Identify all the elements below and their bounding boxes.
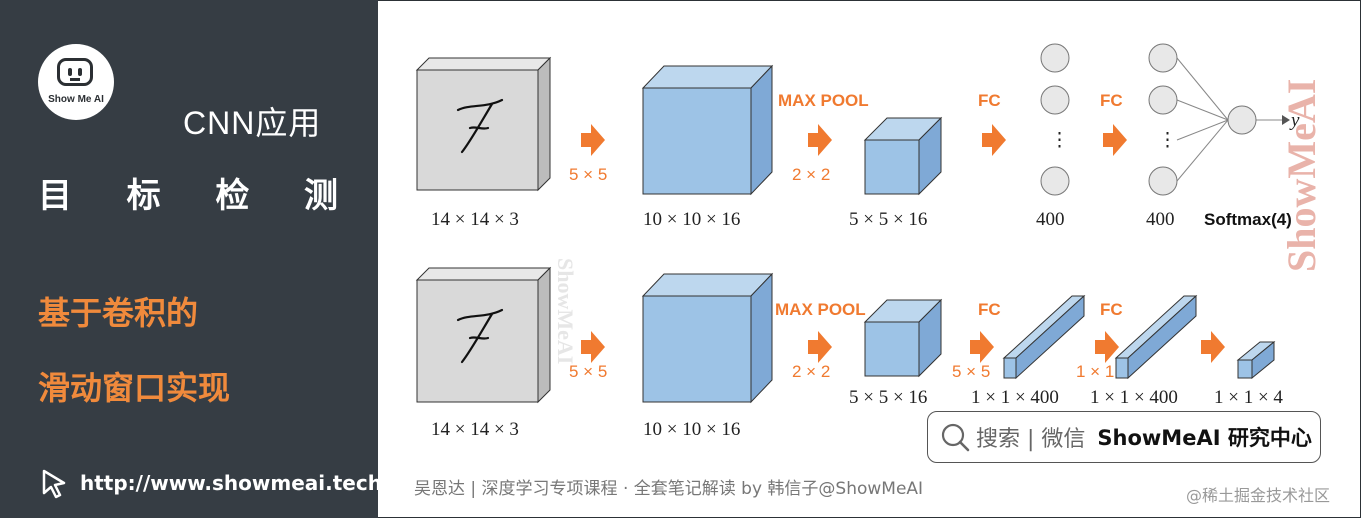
row2-fc1-op: FC — [978, 300, 1001, 319]
row2-volume3-bar — [1002, 294, 1086, 380]
row2-volume4-bar — [1114, 294, 1198, 380]
detection-char: 检 — [215, 176, 250, 216]
row1-input-label: 14 × 14 × 3 — [431, 209, 519, 230]
row2-arrow-fc1 — [970, 331, 994, 363]
detection-char: 测 — [303, 176, 338, 216]
row1-output-var: y — [1289, 110, 1300, 131]
row2-conv-label: 5 × 5 — [569, 362, 607, 381]
row2-input-label: 14 × 14 × 3 — [431, 419, 519, 440]
row2-volume1-cube — [641, 272, 774, 404]
row2-volume1-label: 10 × 10 × 16 — [643, 419, 740, 440]
search-label: 搜索 | 微信 — [976, 427, 1086, 452]
cnn-title: CNN应用 — [183, 105, 322, 141]
row1-arrow-pool — [808, 124, 832, 156]
detection-char: 标 — [126, 176, 161, 216]
robot-face-icon — [57, 58, 93, 86]
row2-arrow-conv — [581, 331, 605, 363]
row1-fc2-label: 400 — [1146, 209, 1175, 230]
row1-fc1-dots: ⋮ — [1050, 130, 1069, 151]
cursor-icon — [42, 469, 66, 499]
row1-volume1-label: 10 × 10 × 16 — [643, 209, 740, 230]
subtitle-line2: 滑动窗口实现 — [38, 369, 231, 407]
row2-fc1-size: 5 × 5 — [952, 362, 990, 381]
row1-output-arrowhead — [1282, 115, 1290, 125]
row1-fc1-op: FC — [978, 91, 1001, 110]
row1-arrow-fc2 — [1103, 124, 1127, 156]
juejin-watermark: @稀土掘金技术社区 — [1186, 486, 1331, 505]
row1-volume2-label: 5 × 5 × 16 — [849, 209, 927, 230]
logo-text: Show Me AI — [48, 94, 104, 105]
row2-input-cube — [415, 266, 552, 404]
row1-conv-label: 5 × 5 — [569, 165, 607, 184]
detection-char: 目 — [38, 176, 72, 216]
search-brand: ShowMeAI 研究中心 — [1097, 426, 1312, 450]
diagram-svg: ShowMeAI 14 × 14 × 3 5 × 5 10 × 10 × 16 … — [415, 43, 1300, 440]
middle-watermark: ShowMeAI — [553, 258, 578, 364]
row2-volume5-bar — [1236, 340, 1276, 380]
handwritten-seven-icon — [456, 308, 504, 364]
row1-pool-size: 2 × 2 — [792, 165, 830, 184]
watermark-text: ShowMeAI — [1283, 79, 1324, 272]
right-watermark: ShowMeAI — [1283, 79, 1324, 272]
row1-fc2-op: FC — [1100, 91, 1123, 110]
row1-fc1-nodes — [1040, 43, 1070, 196]
left-panel: Show Me AI CNN应用 目 标 检 测 基于卷积的 滑动窗口实现 ht… — [0, 0, 389, 518]
subtitle-line1: 基于卷积的 — [38, 294, 199, 332]
row1-fc2-dots: ⋮ — [1158, 130, 1177, 151]
row2-arrow-pool — [808, 331, 832, 363]
diagram-area: ShowMeAI 14 × 14 × 3 5 × 5 10 × 10 × 16 … — [378, 0, 1361, 518]
row2-pool-op: MAX POOL — [775, 300, 866, 319]
watermark-text: ShowMeAI — [553, 258, 578, 364]
row2-volume5-label: 1 × 1 × 4 — [1214, 387, 1283, 408]
row1-arrow-conv — [581, 124, 605, 156]
search-box[interactable]: 搜索 | 微信 ShowMeAI 研究中心 — [927, 411, 1321, 463]
row2-volume2-cube — [863, 298, 943, 378]
row1-arrow-fc1 — [982, 124, 1006, 156]
row1-volume2-cube — [863, 116, 943, 196]
row2-fc2-op: FC — [1100, 300, 1123, 319]
row1-pool-op: MAX POOL — [778, 91, 869, 110]
row2-volume3-label: 1 × 1 × 400 — [971, 387, 1059, 408]
row1-input-cube — [415, 56, 552, 192]
row1-fc2-nodes — [1148, 43, 1257, 196]
row1-volume1-cube — [641, 64, 774, 196]
handwritten-seven-icon — [456, 98, 504, 154]
row2-pool-size: 2 × 2 — [792, 362, 830, 381]
row2-arrow-out — [1201, 331, 1225, 363]
row1-fc2-connections — [1176, 57, 1282, 182]
detection-title: 目 标 检 测 — [38, 168, 338, 217]
row1-fc1-label: 400 — [1036, 209, 1065, 230]
website-link[interactable]: http://www.showmeai.tech/ — [38, 466, 389, 500]
row2-volume4-label: 1 × 1 × 400 — [1090, 387, 1178, 408]
row2-fc2-size: 1 × 1 — [1076, 362, 1114, 381]
showmeai-logo[interactable]: Show Me AI — [38, 44, 114, 120]
search-icon — [941, 423, 970, 452]
row1-output-label: Softmax(4) — [1204, 210, 1292, 229]
footer-credit: 吴恩达 | 深度学习专项课程 · 全套笔记解读 by 韩信子@ShowMeAI — [414, 479, 924, 499]
row2-volume2-label: 5 × 5 × 16 — [849, 387, 927, 408]
website-url[interactable]: http://www.showmeai.tech/ — [80, 471, 390, 495]
